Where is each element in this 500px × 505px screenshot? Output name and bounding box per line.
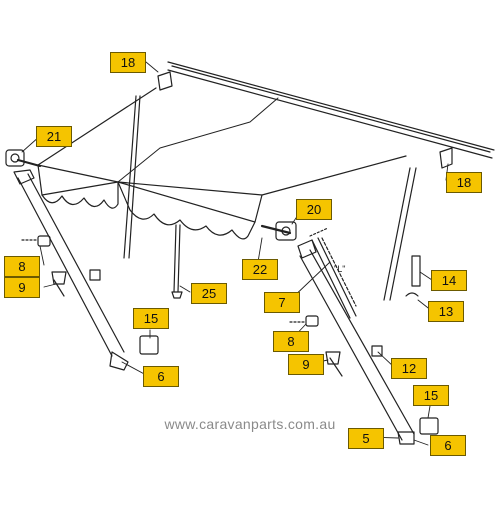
callout-20: 20 xyxy=(296,199,332,220)
small-hardware xyxy=(21,235,439,435)
dimension-label: "L" xyxy=(334,264,346,274)
callout-6-right: 6 xyxy=(430,435,466,456)
callout-15-right: 15 xyxy=(413,385,449,406)
leader-lines xyxy=(21,61,449,446)
callout-13: 13 xyxy=(428,301,464,322)
left-leg xyxy=(13,169,129,371)
website-url: www.caravanparts.com.au xyxy=(164,416,336,432)
rail-brackets xyxy=(157,71,453,169)
callout-9-left: 9 xyxy=(4,277,40,298)
callout-5: 5 xyxy=(348,428,384,449)
callout-22: 22 xyxy=(242,259,278,280)
callout-12: 12 xyxy=(391,358,427,379)
rafter-arms xyxy=(123,95,417,301)
awning-canvas xyxy=(16,87,407,240)
callout-25: 25 xyxy=(191,283,227,304)
awning-rail xyxy=(167,61,495,159)
callout-21: 21 xyxy=(36,126,72,147)
right-leg xyxy=(297,239,415,445)
callout-9-right: 9 xyxy=(288,354,324,375)
callout-15-left: 15 xyxy=(133,308,169,329)
callout-8-right: 8 xyxy=(273,331,309,352)
callout-6-left: 6 xyxy=(143,366,179,387)
roller-end-caps xyxy=(5,149,297,241)
rafter-7 xyxy=(309,227,357,319)
callout-14: 14 xyxy=(431,270,467,291)
callout-18-top: 18 xyxy=(110,52,146,73)
callout-8-left: 8 xyxy=(4,256,40,277)
callout-7: 7 xyxy=(264,292,300,313)
centre-pole xyxy=(171,224,183,299)
callout-18-right: 18 xyxy=(446,172,482,193)
